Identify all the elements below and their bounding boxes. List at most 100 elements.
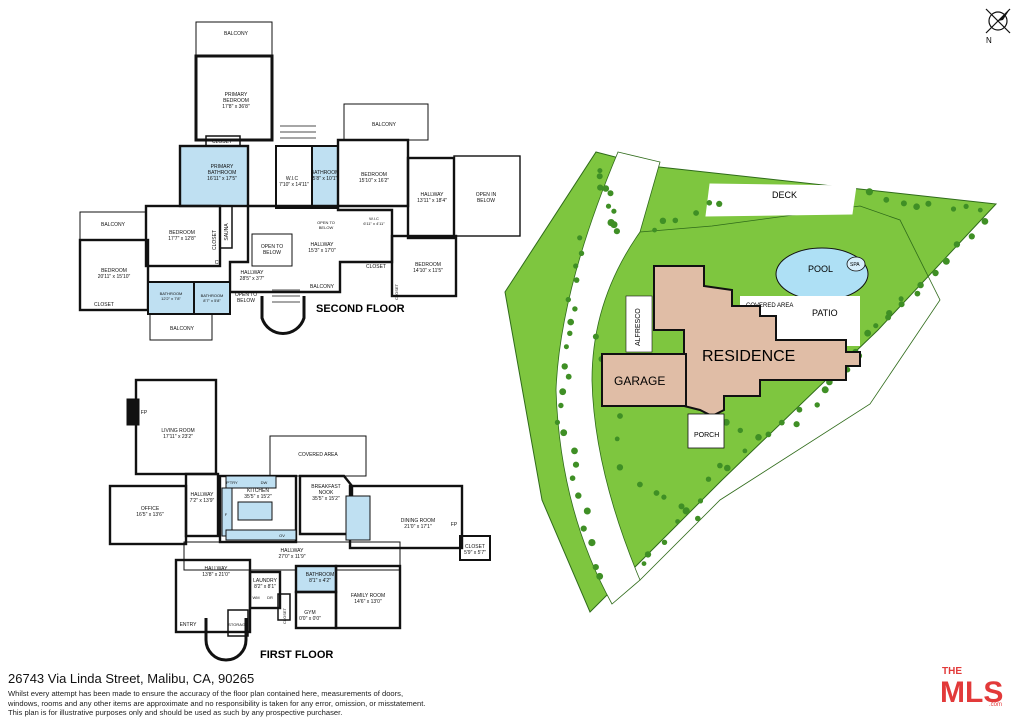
balcony-top [195,21,273,57]
office-size: 16'5" x 13'6" [136,512,164,518]
first-floor-plan [108,378,491,662]
spa [846,256,866,272]
tree-icon [755,434,762,441]
entry-label: ENTRY [180,622,198,628]
tree-icon [953,241,961,248]
tree-icon [914,290,921,297]
tree-icon [653,490,660,496]
bedroom-c-size: 14'10" x 11'5" [413,268,443,274]
tree-icon [569,475,576,482]
gym [294,590,338,630]
tree-icon [571,447,578,455]
closet-small-first-label: CLOSET [282,607,287,624]
bedroom-c [390,234,458,298]
balcony-b [343,103,429,141]
tree-icon [722,418,730,426]
alfresco-label: ALFRESCO [635,308,642,346]
tree-icon [716,200,723,207]
closet-a [205,135,241,147]
closet-d-label: CLOSET [394,283,399,300]
tree-icon [742,448,748,454]
tree-icon [950,206,957,212]
gym-label: GYM [304,610,315,616]
office [108,484,188,546]
tree-icon [578,250,585,256]
bathroom-first-size: 8'1" x 4'2" [309,578,331,584]
primary-bathroom-label: PRIMARY [211,164,234,170]
tree-icon [963,203,969,209]
bedroom-b-size: 17'7" x 12'8" [168,236,196,242]
tree-icon [873,323,879,329]
tree-icon [678,503,685,510]
tree-icon [567,330,573,336]
hallway-first-a-size: 7'2" x 13'9" [190,498,215,504]
tree-icon [567,318,574,326]
closet-first-size: 5'9" x 5'7" [464,550,486,556]
hallway-c-size: 28'5" x 3'7" [240,276,265,282]
tree-icon [695,515,701,522]
bedroom-c-label: BEDROOM [415,262,441,268]
tree-icon [981,218,989,225]
laundry-label: LAUNDRY [253,578,277,584]
tree-icon [565,296,571,303]
tree-icon [596,572,604,580]
family-room [334,564,402,630]
closet-e-label: CLOSET [94,302,114,308]
closet-small-first [277,593,291,621]
kitchen-island [237,501,273,521]
tree-icon [561,363,568,370]
tree-icon [796,406,803,413]
primary-bathroom-size: 16'11" x 17'5" [207,176,237,182]
fp-b-label: FP [451,522,458,528]
tree-icon [865,188,874,196]
tree-icon [588,539,596,547]
garage-footprint [601,353,687,407]
tree-icon [682,507,690,515]
hallway-first-c-size: 13'8" x 21'0" [202,572,230,578]
bathroom-c-size: 8'7" x 5'8" [203,298,221,303]
tree-icon [717,462,723,469]
tree-icon [560,429,568,437]
balcony-left [79,211,147,241]
tree-icon [898,296,904,302]
open-to-below-label-2: BELOW [263,250,281,256]
tree-icon [597,184,604,191]
tree-icon [917,281,924,289]
tree-icon [900,200,907,207]
bathroom-a-label: BATHROOM [311,170,340,176]
bathroom-a-size: 5'8" x 10'1" [313,176,338,182]
first-floor-title: FIRST FLOOR [260,649,333,661]
garage-label: GARAGE [614,374,665,388]
hallway-first-b [183,541,401,571]
closet-c-label: CLOSET [366,264,386,270]
hallway-first-a [184,472,220,538]
sauna-label: SAUNA [224,223,230,241]
primary-bedroom-label-2: BEDROOM [223,98,249,104]
tree-icon [672,217,679,224]
disclaimer-line-3: This plan is for illustrative purposes o… [8,708,343,718]
pool [775,247,869,301]
wic-label: W.I.C [286,176,299,182]
wic-small-size: 6'11" x 4'11" [363,221,385,226]
site-trees [554,168,989,580]
tree-icon [913,203,920,210]
tree-icon [675,519,680,524]
mls-logo-main: MLS [940,676,1003,708]
family-room-label: FAMILY ROOM [351,593,385,599]
living-room-size: 17'11" x 23'2" [163,434,193,440]
porch-label: PORCH [694,432,719,439]
bedroom-d-label: BEDROOM [101,268,127,274]
driveway [555,151,661,605]
tree-icon [885,314,892,321]
open-to-below-small-label-2: BELOW [319,225,334,230]
wm-label: WM [252,595,259,600]
tree-icon [592,564,599,571]
residence-footprint [653,265,861,418]
deck-label: DECK [772,190,797,200]
balcony-left-label: BALCONY [101,222,126,228]
deck-area [705,183,857,217]
dining-room-size: 21'0" x 17'1" [404,524,432,530]
mls-logo-dotcom: .com [989,702,1002,708]
